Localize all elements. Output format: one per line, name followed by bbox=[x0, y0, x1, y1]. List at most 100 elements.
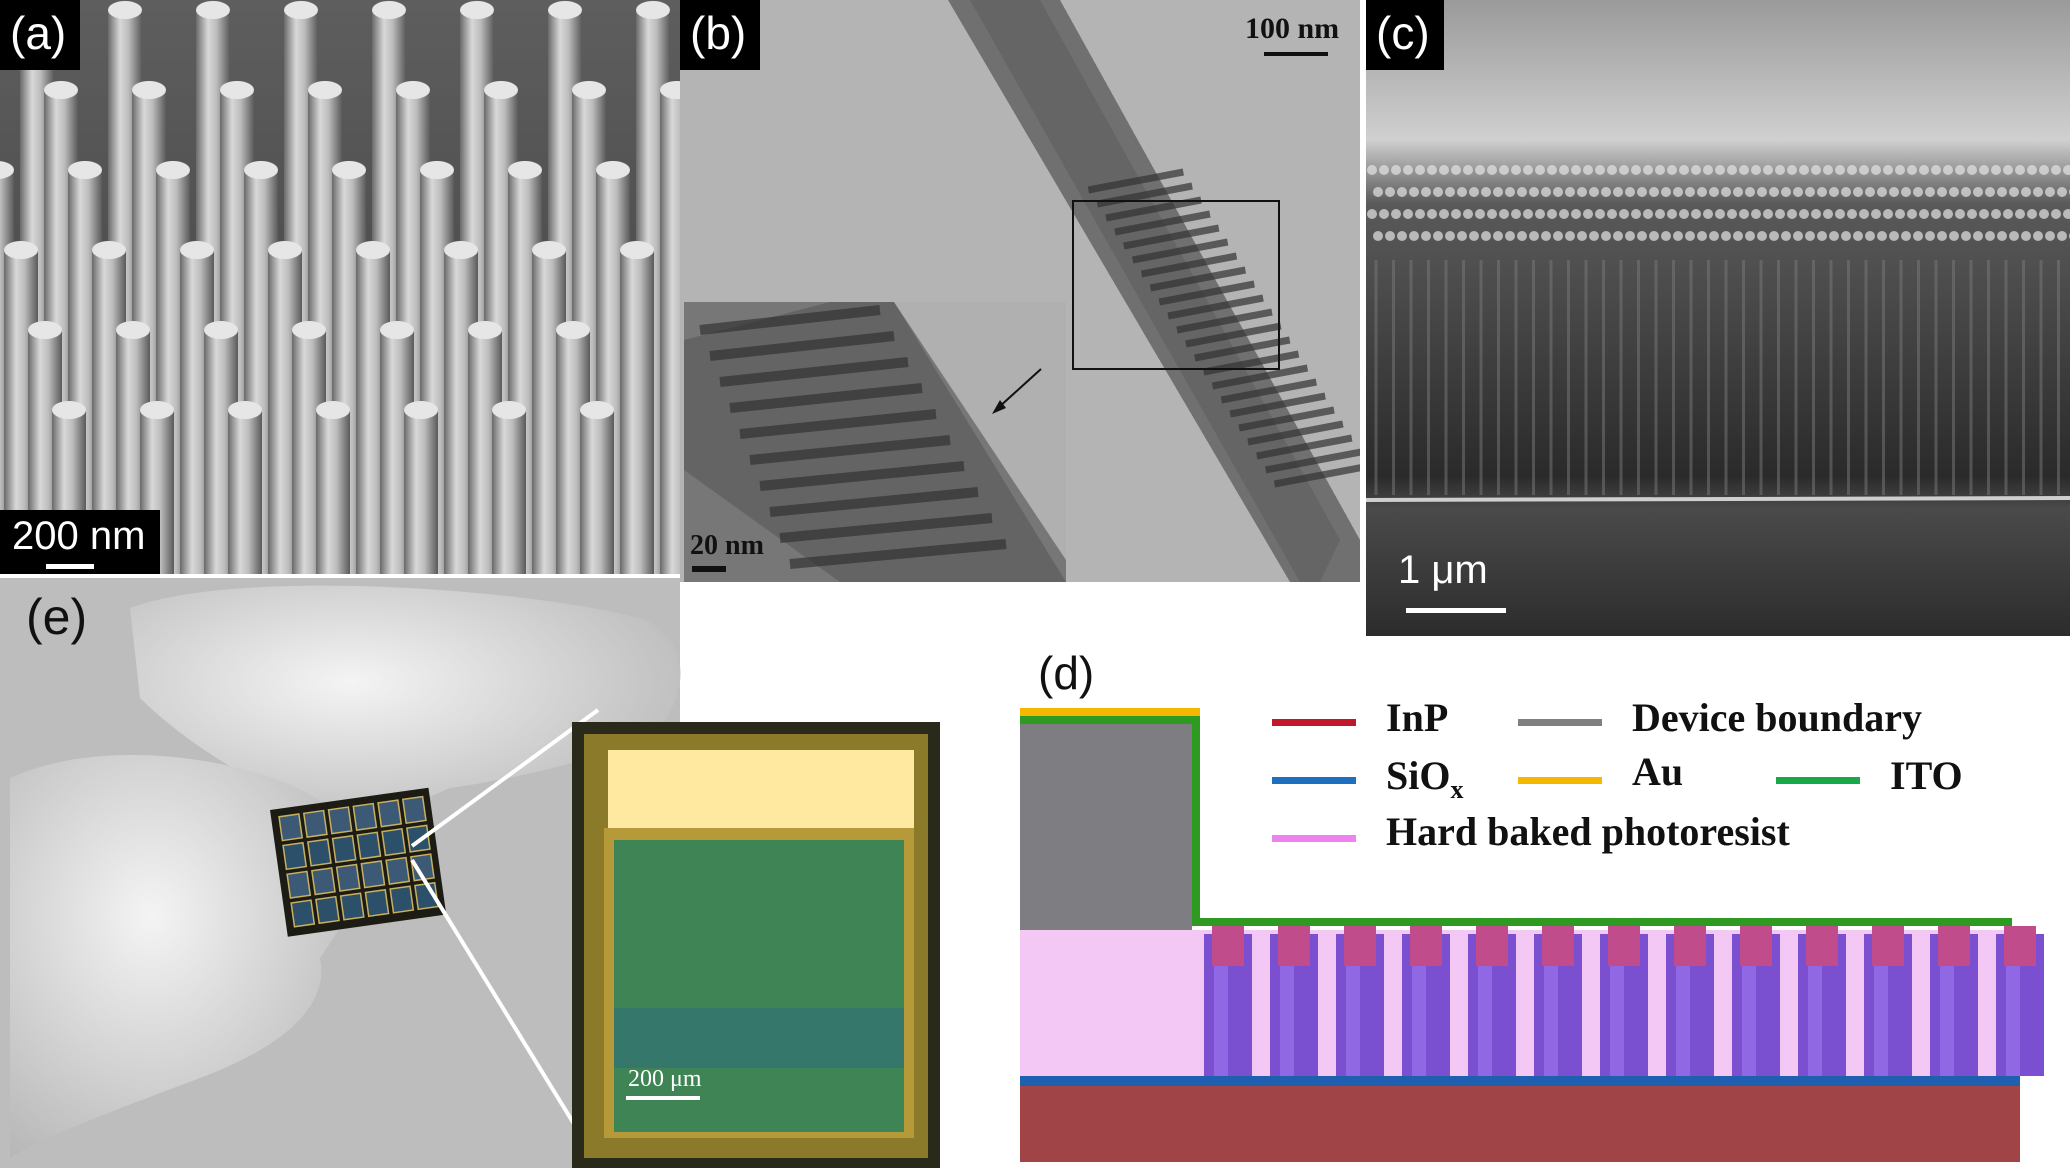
panel-b-tem-image bbox=[680, 0, 1360, 582]
nanowire-tip bbox=[660, 81, 680, 99]
nanowire-tip bbox=[444, 241, 478, 259]
wire-top bbox=[1913, 187, 1923, 197]
superlattice-stripe bbox=[1238, 406, 1335, 432]
siox-layer bbox=[1020, 1076, 2020, 1086]
legend-label-au: Au bbox=[1632, 749, 1684, 794]
wire-top bbox=[1421, 187, 1431, 197]
panel-d-label: (d) bbox=[1038, 647, 1095, 699]
wire-top bbox=[1937, 187, 1947, 197]
wire-top bbox=[1781, 187, 1791, 197]
wire-top bbox=[1607, 165, 1617, 175]
nanowire-tip bbox=[244, 161, 278, 179]
inset-stripe bbox=[739, 409, 937, 439]
wire-top bbox=[1637, 231, 1647, 241]
wire-top bbox=[1709, 231, 1719, 241]
wire-top bbox=[1673, 231, 1683, 241]
superlattice-stripe bbox=[1273, 464, 1360, 488]
panel-c: (c) 1 μm bbox=[1366, 0, 2070, 636]
wire-top bbox=[1391, 209, 1401, 219]
nanowire-tip bbox=[508, 161, 542, 179]
nanowire-tip bbox=[44, 81, 78, 99]
chip-device-cell bbox=[306, 838, 332, 867]
nanowire-tip bbox=[52, 401, 86, 419]
wire-top bbox=[2021, 187, 2031, 197]
panel-e-scale-text: 200 μm bbox=[628, 1066, 702, 1092]
panel-b-scalebar-inset bbox=[692, 566, 726, 572]
schematic-nanowire-cap bbox=[1212, 926, 1244, 966]
glove-lower-finger bbox=[10, 755, 364, 1158]
wire-top bbox=[1661, 231, 1671, 241]
wire-top bbox=[1841, 187, 1851, 197]
nanowire-tip bbox=[620, 241, 654, 259]
nanowire-tip bbox=[484, 81, 518, 99]
superlattice-stripe bbox=[1132, 238, 1229, 264]
wire-top bbox=[1373, 187, 1383, 197]
nanowire-tip bbox=[556, 321, 590, 339]
wire-top bbox=[1907, 209, 1917, 219]
schematic-nanowire-highlight bbox=[1940, 934, 1954, 1076]
schematic-nanowire-highlight bbox=[1742, 934, 1756, 1076]
panel-e-label: (e) bbox=[26, 589, 88, 645]
nanowire-tip bbox=[68, 161, 102, 179]
wire-top bbox=[1751, 165, 1761, 175]
panel-b-selection-box bbox=[1072, 200, 1280, 370]
nanowire-tip bbox=[28, 321, 62, 339]
wire-top bbox=[1409, 231, 1419, 241]
panel-d: (d) InP Device boundary SiOx Au ITO Hard… bbox=[1000, 636, 2070, 1168]
nanowire-tip bbox=[180, 241, 214, 259]
wire-top bbox=[1775, 165, 1785, 175]
nanowire-tip bbox=[132, 81, 166, 99]
wire-top bbox=[1547, 209, 1557, 219]
wire-top bbox=[1529, 187, 1539, 197]
inset-stripe bbox=[699, 305, 881, 335]
wire-top bbox=[1517, 187, 1527, 197]
wire-top bbox=[1781, 231, 1791, 241]
inset-stripe bbox=[769, 487, 979, 517]
panel-b-scale-main: 100 nm bbox=[1245, 12, 1340, 45]
schematic-nanowire-cap bbox=[1476, 926, 1508, 966]
superlattice-stripe bbox=[1123, 224, 1220, 250]
wire-top bbox=[2015, 165, 2025, 175]
chip-device-cell bbox=[302, 809, 328, 838]
wire-top bbox=[2039, 165, 2049, 175]
wire-top bbox=[1601, 231, 1611, 241]
wire-top bbox=[1499, 209, 1509, 219]
wire-top bbox=[2009, 187, 2019, 197]
inset-stripe bbox=[729, 383, 923, 413]
nanowire-tip bbox=[284, 1, 318, 19]
wire-top bbox=[1697, 231, 1707, 241]
wire-top bbox=[1685, 231, 1695, 241]
panel-c-scale-text: 1 μm bbox=[1398, 548, 1488, 592]
schematic-nanowire-cap bbox=[1608, 926, 1640, 966]
legend-label-siox-sub: x bbox=[1450, 775, 1464, 804]
schematic-nanowire-cap bbox=[1344, 926, 1376, 966]
legend-label-inp: InP bbox=[1386, 695, 1449, 740]
wire-top bbox=[1739, 165, 1749, 175]
schematic-nanowire-highlight bbox=[1808, 934, 1822, 1076]
panel-a-scalebar bbox=[46, 564, 94, 569]
superlattice-stripe bbox=[1229, 392, 1326, 418]
wire-top bbox=[1541, 231, 1551, 241]
nanowire-pillar bbox=[492, 410, 526, 574]
nanowire-tip bbox=[92, 241, 126, 259]
nanowire-tip bbox=[0, 161, 14, 179]
panel-e-scalebar bbox=[626, 1096, 700, 1100]
wire-top bbox=[1667, 165, 1677, 175]
superlattice-stripe bbox=[1256, 434, 1353, 460]
wire-top bbox=[1925, 187, 1935, 197]
legend-swatch bbox=[1272, 835, 1356, 842]
wire-top bbox=[1877, 231, 1887, 241]
legend-label-ito: ITO bbox=[1890, 753, 1963, 798]
wire-top bbox=[1625, 187, 1635, 197]
wire-top bbox=[1919, 165, 1929, 175]
wire-top bbox=[1553, 187, 1563, 197]
wire-top bbox=[1973, 231, 1983, 241]
chip bbox=[270, 787, 447, 937]
chip-device-cell bbox=[339, 892, 365, 921]
nanowire-tip bbox=[572, 81, 606, 99]
wire-top bbox=[1847, 165, 1857, 175]
chip-device-cell bbox=[331, 834, 357, 864]
wire-top bbox=[1631, 209, 1641, 219]
schematic-nanowire-highlight bbox=[1676, 934, 1690, 1076]
wire-top bbox=[1451, 165, 1461, 175]
